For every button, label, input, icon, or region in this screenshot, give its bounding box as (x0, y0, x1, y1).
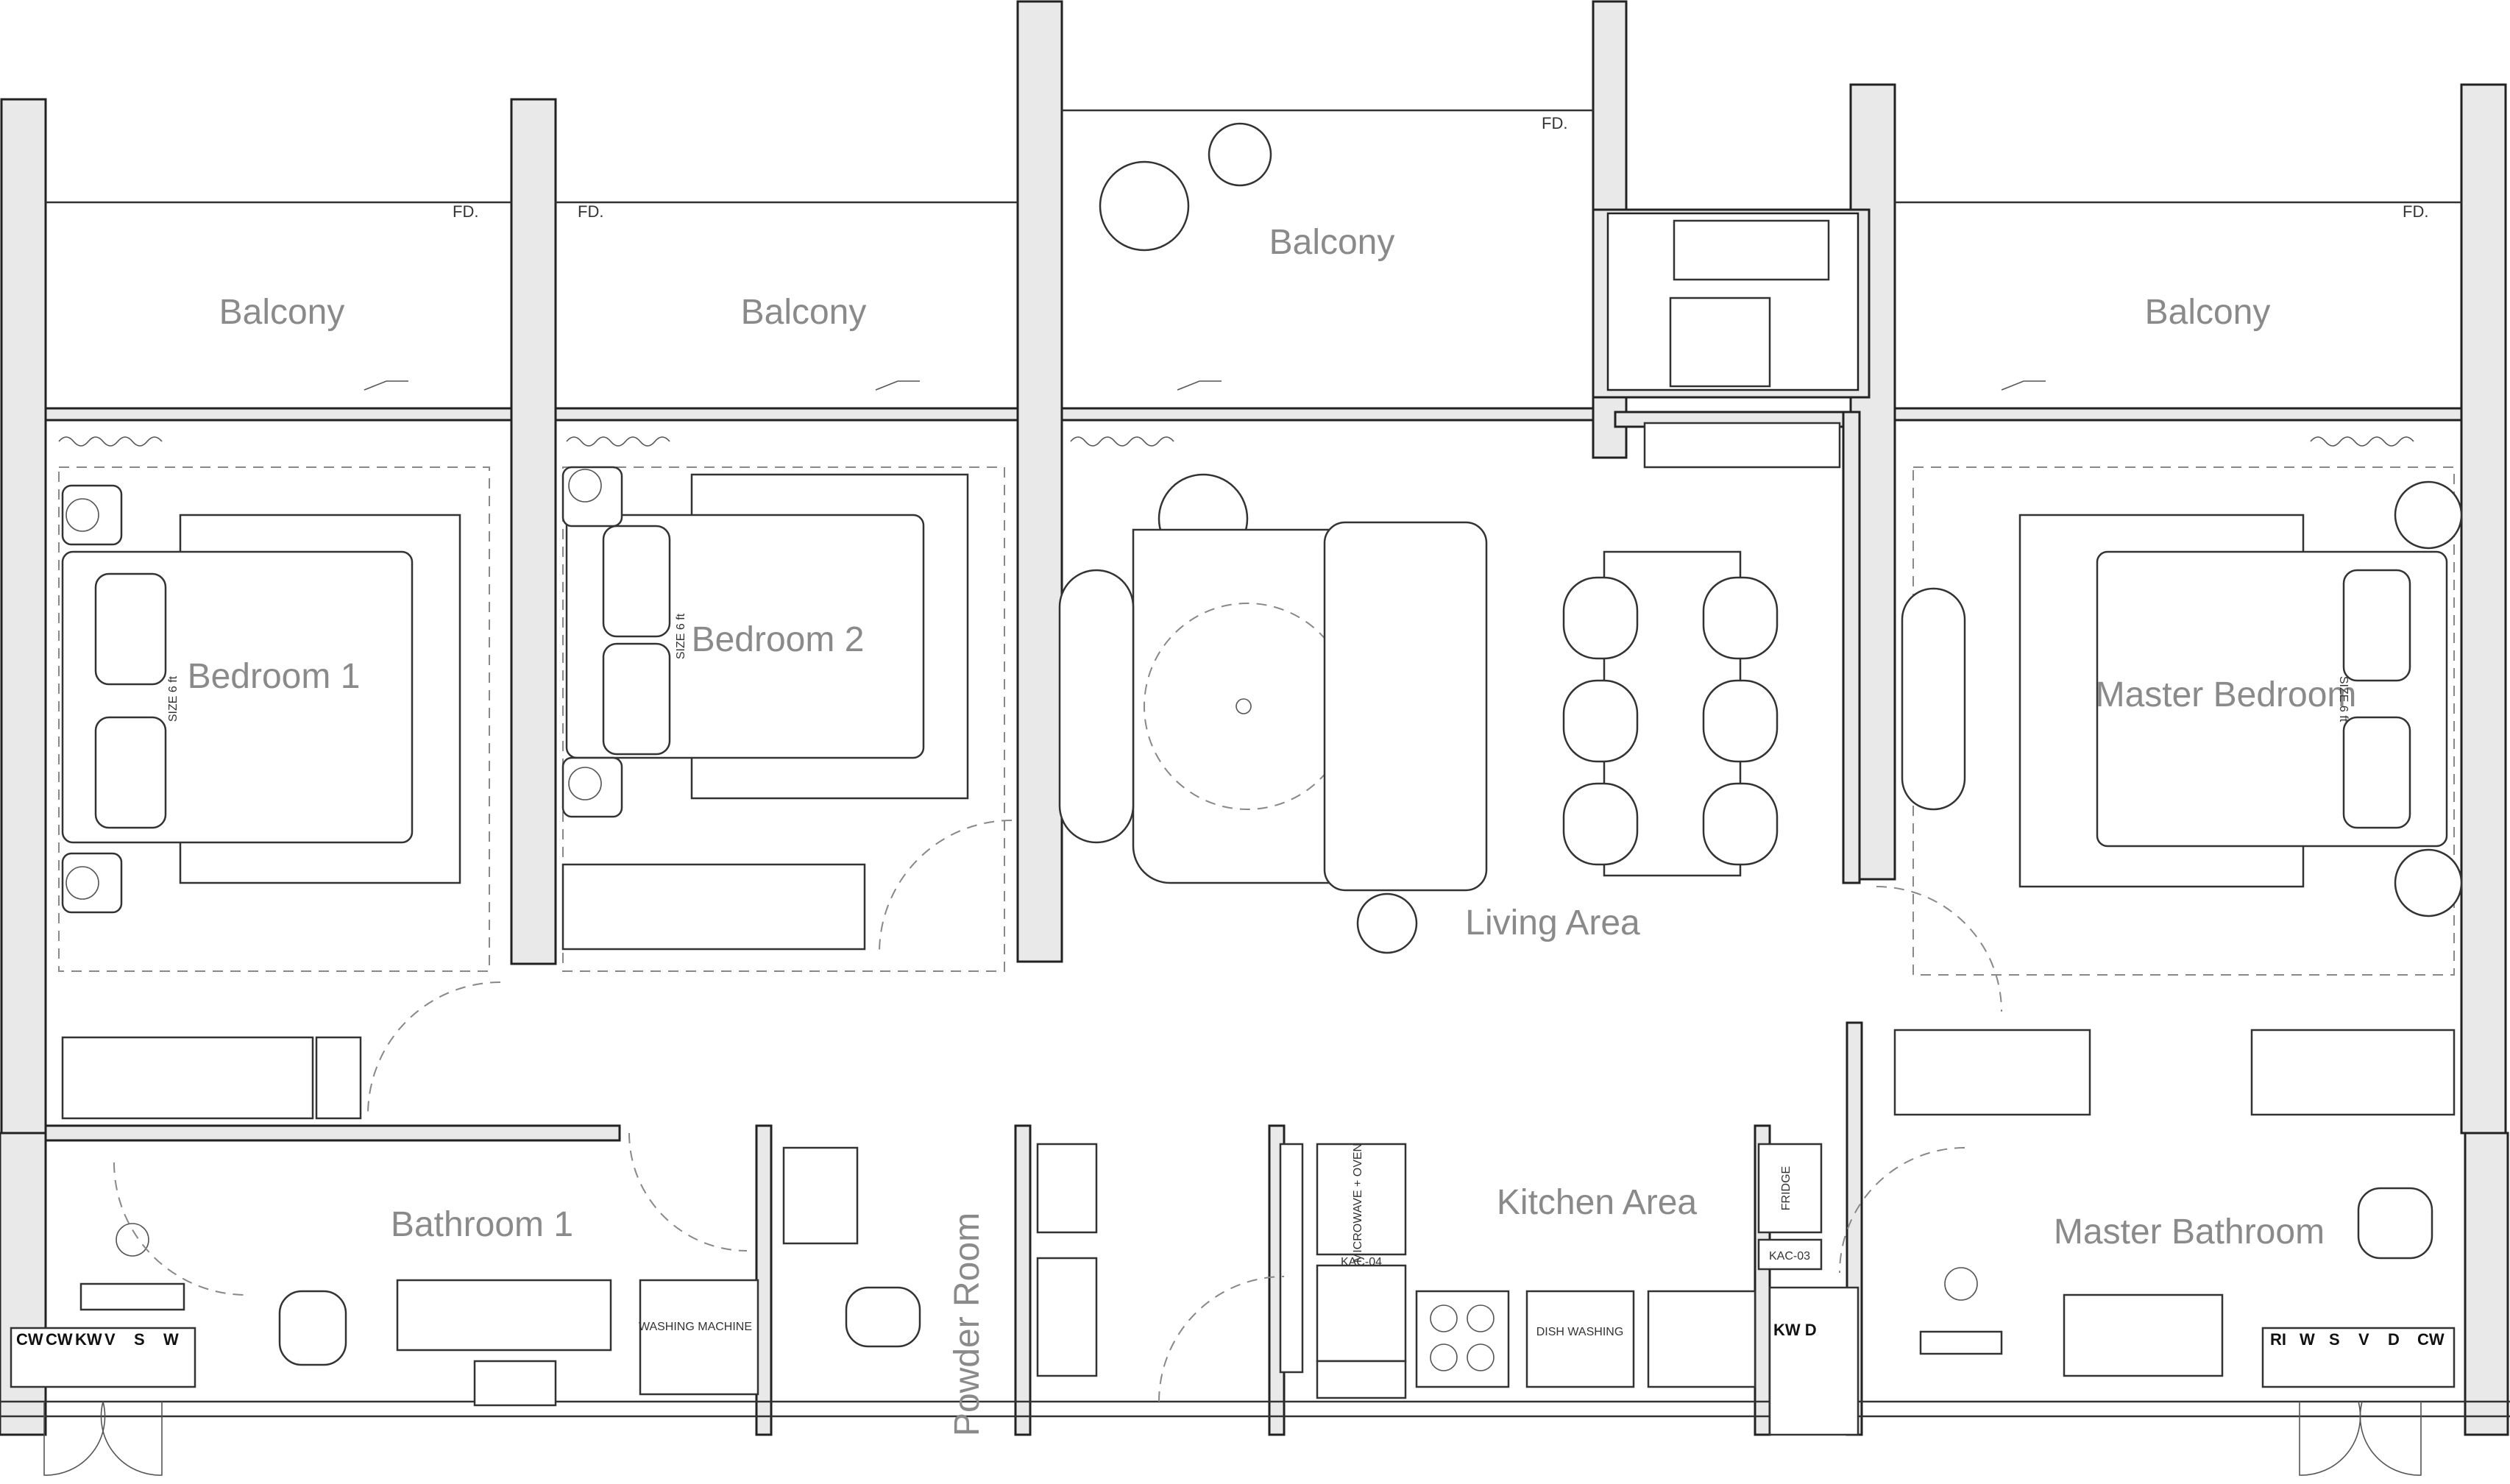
label-bedroom-2: Bedroom 2 (692, 620, 865, 659)
master-bathroom-fixtures (1919, 1187, 2433, 1377)
label-kac-04: KAC-04 (1341, 1256, 1382, 1268)
meter-right-3: S (2329, 1330, 2340, 1349)
label-living-area: Living Area (1465, 903, 1640, 942)
meter-right-4: V (2358, 1330, 2369, 1349)
sliding-door-marks (58, 380, 2414, 447)
label-bed-size-1: SIZE 6 ft (167, 675, 180, 722)
label-bathroom-1: Bathroom 1 (391, 1205, 573, 1244)
label-powder-room: Powder Room (948, 1213, 987, 1436)
label-bed-size-2: SIZE 6 ft (675, 613, 687, 659)
meter-left-2: CW (46, 1330, 73, 1349)
label-fd-1: FD. (453, 202, 478, 221)
meter-left-6: W (163, 1330, 179, 1349)
bedroom-2-furniture (561, 466, 1005, 972)
label-bedroom-1: Bedroom 1 (188, 657, 361, 696)
label-bed-size-3: SIZE 6 ft (2337, 676, 2350, 723)
label-kw-d: KW D (1773, 1321, 1817, 1339)
label-balcony-3: Balcony (1269, 223, 1395, 262)
meter-right-5: D (2388, 1330, 2400, 1349)
meter-right-2: W (2300, 1330, 2315, 1349)
label-washing-machine: WASHING MACHINE (639, 1321, 752, 1333)
meter-labels-right: RI W S V D CW (2270, 1330, 2445, 1349)
powder-room-fixtures (782, 1143, 1098, 1377)
meter-left-4: V (104, 1330, 116, 1349)
bathroom-1-fixtures (79, 1223, 759, 1407)
room-labels: Balcony Balcony Balcony Balcony Bedroom … (188, 223, 2357, 1436)
label-master-bedroom: Master Bedroom (2096, 675, 2357, 714)
label-balcony-1: Balcony (219, 293, 345, 332)
label-balcony-4: Balcony (2145, 293, 2271, 332)
walls (0, 0, 2510, 1436)
label-fd-2: FD. (578, 202, 603, 221)
label-master-bathroom: Master Bathroom (2054, 1213, 2325, 1252)
meter-boxes (10, 1327, 2456, 1476)
meter-labels-left: CW CW KW V S W (16, 1330, 179, 1349)
label-balcony-2: Balcony (741, 293, 867, 332)
drain-labels: FD. FD. FD. FD. (453, 114, 2428, 221)
label-fd-3: FD. (1542, 114, 1567, 132)
kitchen-fixtures (1279, 1143, 1860, 1436)
label-dish-washing: DISH WASHING (1536, 1326, 1624, 1338)
master-bedroom-furniture (1893, 466, 2463, 1116)
label-fridge: FRIDGE (1780, 1166, 1793, 1210)
label-kitchen-area: Kitchen Area (1497, 1183, 1697, 1222)
label-microwave: MICROWAVE + OVEN (1352, 1143, 1364, 1263)
label-kac-03: KAC-03 (1769, 1250, 1810, 1263)
meter-right-1: RI (2270, 1330, 2286, 1349)
meter-left-3: KW (75, 1330, 102, 1349)
meter-left-1: CW (16, 1330, 43, 1349)
bedroom-1-furniture (58, 466, 490, 1120)
door-swings (113, 820, 2002, 1402)
living-furniture (1058, 122, 1841, 954)
label-fd-4: FD. (2403, 202, 2428, 221)
fixture-labels: MICROWAVE + OVEN KAC-04 KAC-03 FRIDGE DI… (167, 613, 2350, 1339)
meter-right-6: CW (2417, 1330, 2445, 1349)
meter-left-5: S (134, 1330, 145, 1349)
